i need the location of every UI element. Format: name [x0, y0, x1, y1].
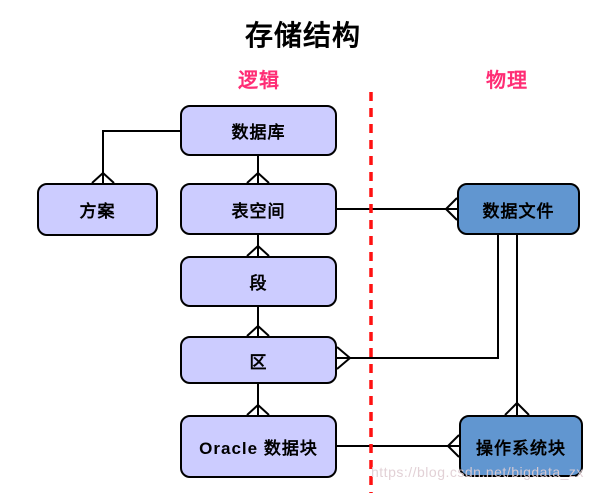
- node-os-block-label: 操作系统块: [476, 438, 566, 458]
- node-data-file: 数据文件: [457, 183, 580, 235]
- connector-extent-oracleblock: [246, 384, 270, 416]
- node-database: 数据库: [180, 105, 337, 156]
- connector-datafile-osblock: [504, 235, 530, 416]
- crow-foot-datafile-left: [445, 197, 458, 221]
- csdn-watermark: https://blog.csdn.net/bigdata_zx: [371, 464, 584, 480]
- crow-foot-oracleblock-top: [246, 404, 270, 416]
- crow-foot-extent-top: [246, 325, 270, 337]
- connector-database-tablespace: [246, 156, 270, 184]
- node-extent: 区: [180, 336, 337, 384]
- node-oracle-block-label: Oracle 数据块: [199, 439, 318, 458]
- connector-tablespace-segment: [246, 235, 270, 257]
- connector-segment-extent: [246, 307, 270, 337]
- logical-section-label: 逻辑: [238, 70, 280, 92]
- crow-foot-schema-top: [91, 172, 115, 184]
- node-segment: 段: [180, 256, 337, 307]
- crow-foot-tablespace-top: [246, 172, 270, 184]
- crow-foot-extent-right: [336, 346, 351, 370]
- node-segment-label: 段: [249, 274, 268, 293]
- node-oracle-block: Oracle 数据块: [180, 415, 337, 478]
- node-schema-label: 方案: [79, 202, 116, 221]
- crow-foot-osblock-left: [447, 434, 460, 458]
- diagram-title: 存储结构: [244, 20, 361, 51]
- node-tablespace: 表空间: [180, 183, 337, 235]
- node-database-label: 数据库: [231, 123, 286, 142]
- node-os-block: 操作系统块: [459, 415, 583, 477]
- connector-datafile-extent: [336, 235, 499, 370]
- crow-foot-segment-top: [246, 245, 270, 257]
- connector-oracleblock-osblock: [337, 434, 460, 458]
- node-extent-label: 区: [249, 352, 268, 372]
- crow-foot-osblock-top: [504, 402, 530, 416]
- connector-tablespace-datafile: [337, 197, 458, 221]
- node-tablespace-label: 表空间: [231, 201, 286, 221]
- node-data-file-label: 数据文件: [482, 201, 555, 221]
- node-schema: 方案: [37, 183, 158, 236]
- connector-database-schema: [91, 130, 180, 184]
- physical-section-label: 物理: [486, 70, 528, 92]
